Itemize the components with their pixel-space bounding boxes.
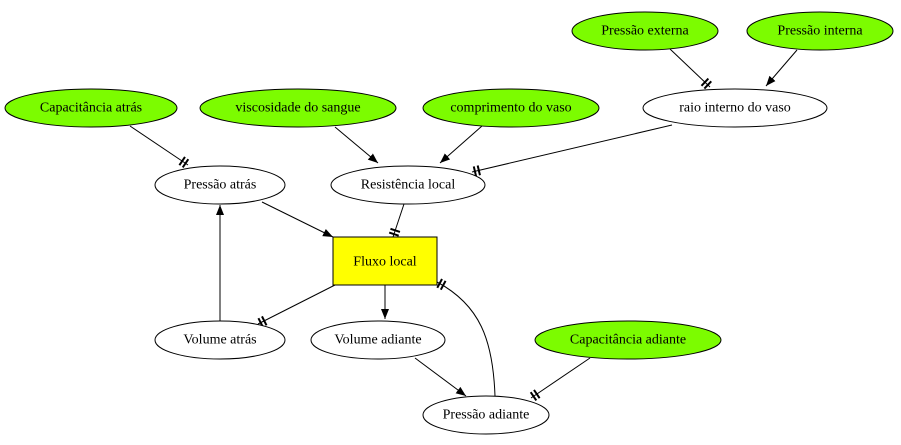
node-label: Pressão adiante: [443, 408, 530, 423]
node-label: comprimento do vaso: [450, 101, 571, 116]
node-label: viscosidade do sangue: [235, 101, 360, 116]
node-fluxo-local[interactable]: Fluxo local: [332, 236, 438, 286]
edge-capacitancia-adiante-pressao-adiante: [529, 357, 591, 402]
edge-pressao-interna-raio: [765, 49, 798, 87]
node-label: Volume atrás: [183, 333, 256, 348]
node-label: Pressão atrás: [184, 178, 257, 193]
node-comprimento[interactable]: comprimento do vaso: [422, 88, 600, 128]
node-pressao-adiante[interactable]: Pressão adiante: [422, 395, 550, 435]
edge-viscosidade-resistencia: [334, 126, 379, 164]
edge-pressao-adiante-fluxo: [436, 278, 496, 397]
node-pressao-externa[interactable]: Pressão externa: [571, 11, 719, 51]
edge-pressao-atras-fluxo: [261, 201, 334, 238]
node-label: Resistência local: [361, 178, 456, 193]
node-resistencia-local[interactable]: Resistência local: [330, 165, 486, 205]
edge-fluxo-volume-atras: [257, 284, 336, 328]
node-label: raio interno do vaso: [679, 101, 791, 116]
edge-capacitancia-atras-pressao-atras: [129, 125, 190, 169]
node-pressao-atras[interactable]: Pressão atrás: [154, 165, 286, 205]
edge-raio-resistencia: [471, 124, 673, 177]
edges: [129, 48, 798, 402]
edge-resistencia-fluxo: [388, 203, 405, 238]
edge-comprimento-resistencia: [439, 125, 483, 164]
node-raio-interno[interactable]: raio interno do vaso: [642, 88, 828, 128]
node-label: Capacitância atrás: [40, 101, 142, 116]
node-capacitancia-atras[interactable]: Capacitância atrás: [4, 88, 178, 128]
node-label: Fluxo local: [353, 255, 416, 270]
edge-volume-adiante-pressao-adiante: [414, 357, 467, 397]
node-label: Pressão externa: [601, 24, 689, 39]
node-volume-atras[interactable]: Volume atrás: [154, 320, 286, 360]
node-capacitancia-adiante[interactable]: Capacitância adiante: [534, 320, 722, 360]
node-label: Capacitância adiante: [570, 333, 686, 348]
node-label: Pressão interna: [777, 24, 863, 39]
node-viscosidade[interactable]: viscosidade do sangue: [199, 88, 397, 128]
node-volume-adiante[interactable]: Volume adiante: [310, 320, 446, 360]
node-label: Volume adiante: [334, 333, 421, 348]
node-pressao-interna[interactable]: Pressão interna: [746, 11, 894, 51]
edge-pressao-externa-raio: [669, 48, 712, 90]
